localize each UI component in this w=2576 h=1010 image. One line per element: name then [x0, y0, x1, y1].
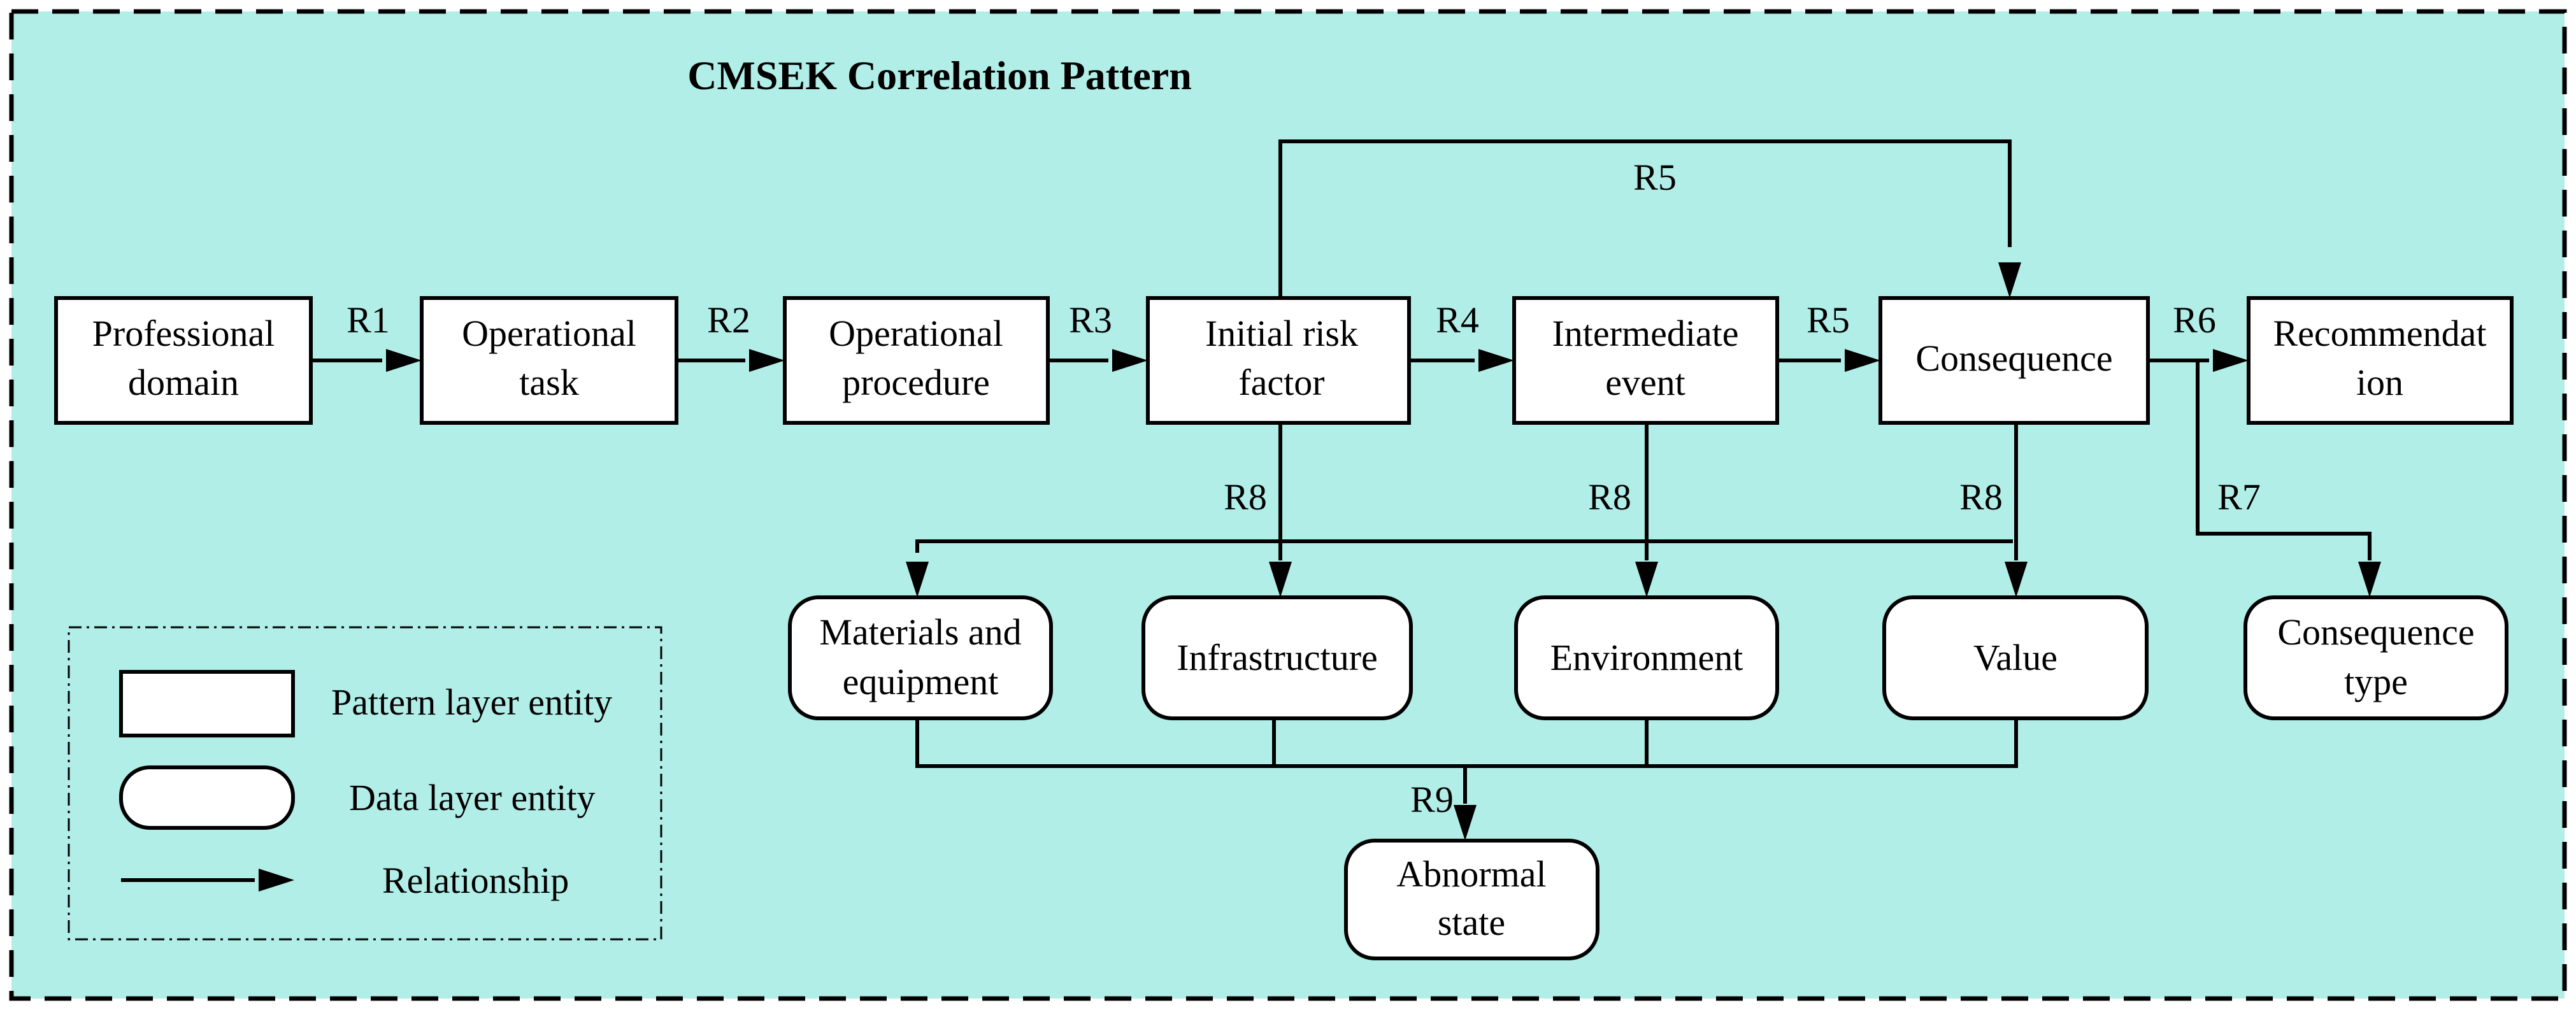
diagram-background [9, 9, 2567, 1001]
legend-data-label: Data layer entity [349, 777, 596, 818]
arrowhead [2358, 562, 2381, 597]
node-infrastructure: Infrastructure [1141, 595, 1413, 720]
legend-pattern-swatch [119, 670, 295, 737]
label-r4: R4 [1436, 299, 1479, 341]
legend-relationship-label: Relationship [382, 860, 569, 901]
node-consequence: Consequence [1878, 296, 2150, 425]
arrowhead [749, 349, 785, 372]
diagram-title: CMSEK Correlation Pattern [687, 53, 1192, 98]
node-intermediate-event: Intermediate event [1512, 296, 1779, 425]
node-consequence-type: Consequence type [2243, 595, 2508, 720]
arrowhead [1269, 562, 1292, 597]
arrowhead [1845, 349, 1880, 372]
arrowhead [259, 869, 294, 892]
legend-data-swatch [119, 765, 295, 830]
node-recommendation: Recommendat ion [2247, 296, 2514, 425]
edge-r7 [2196, 360, 2372, 560]
label-r6: R6 [2173, 299, 2216, 341]
label-r3: R3 [1069, 299, 1112, 341]
svg-text:event: event [1605, 362, 1685, 403]
svg-text:type: type [2344, 661, 2408, 702]
node-value: Value [1882, 595, 2149, 720]
arrowhead [1454, 805, 1477, 841]
svg-text:task: task [519, 362, 578, 403]
node-operational-task: Operational task [420, 296, 678, 425]
svg-text:Consequence: Consequence [1915, 338, 2112, 379]
svg-text:Intermediate: Intermediate [1552, 313, 1738, 354]
arrowhead [1112, 349, 1148, 372]
node-materials-and-equipment: Materials and equipment [788, 595, 1053, 720]
arrowhead [906, 562, 929, 597]
arrowhead [2005, 562, 2028, 597]
node-initial-risk-factor: Initial risk factor [1146, 296, 1411, 425]
legend: Pattern layer entity Data layer entity R… [68, 626, 662, 941]
node-operational-procedure: Operational procedure [783, 296, 1050, 425]
svg-text:Value: Value [1973, 637, 2057, 678]
svg-text:Materials and: Materials and [819, 611, 1021, 653]
node-abnormal-state: Abnormal state [1344, 839, 1599, 960]
label-r7: R7 [2217, 476, 2261, 518]
svg-text:state: state [1438, 902, 1505, 943]
node-environment: Environment [1514, 595, 1779, 720]
svg-text:Operational: Operational [829, 313, 1003, 354]
arrowhead [386, 349, 422, 372]
svg-text:Initial risk: Initial risk [1205, 313, 1358, 354]
svg-text:Recommendat: Recommendat [2273, 313, 2486, 354]
svg-text:Professional: Professional [92, 313, 275, 354]
svg-text:procedure: procedure [842, 362, 990, 403]
svg-text:ion: ion [2356, 362, 2403, 403]
arrowhead [1478, 349, 1514, 372]
arrowhead [2213, 349, 2249, 372]
label-r8: R8 [1224, 476, 1267, 518]
svg-text:Infrastructure: Infrastructure [1177, 637, 1378, 678]
svg-text:Operational: Operational [462, 313, 636, 354]
legend-pattern-label: Pattern layer entity [331, 681, 612, 723]
label-r2: R2 [707, 299, 750, 341]
arrowhead [1635, 562, 1658, 597]
node-professional-domain: Professional domain [54, 296, 313, 425]
edge-r5-top [1278, 139, 2012, 298]
svg-text:Abnormal: Abnormal [1396, 853, 1546, 895]
label-r5: R5 [1807, 299, 1850, 341]
label-r1: R1 [347, 299, 390, 341]
svg-text:factor: factor [1238, 362, 1324, 403]
svg-text:equipment: equipment [843, 661, 999, 702]
svg-text:Consequence: Consequence [2277, 611, 2474, 653]
svg-text:Environment: Environment [1550, 637, 1743, 678]
legend-border [68, 626, 662, 941]
svg-text:domain: domain [128, 362, 239, 403]
label-r5-top: R5 [1633, 157, 1677, 198]
label-r8: R8 [1588, 476, 1631, 518]
label-r8: R8 [1959, 476, 2003, 518]
label-r9: R9 [1410, 779, 1454, 820]
arrowhead [1998, 262, 2021, 298]
